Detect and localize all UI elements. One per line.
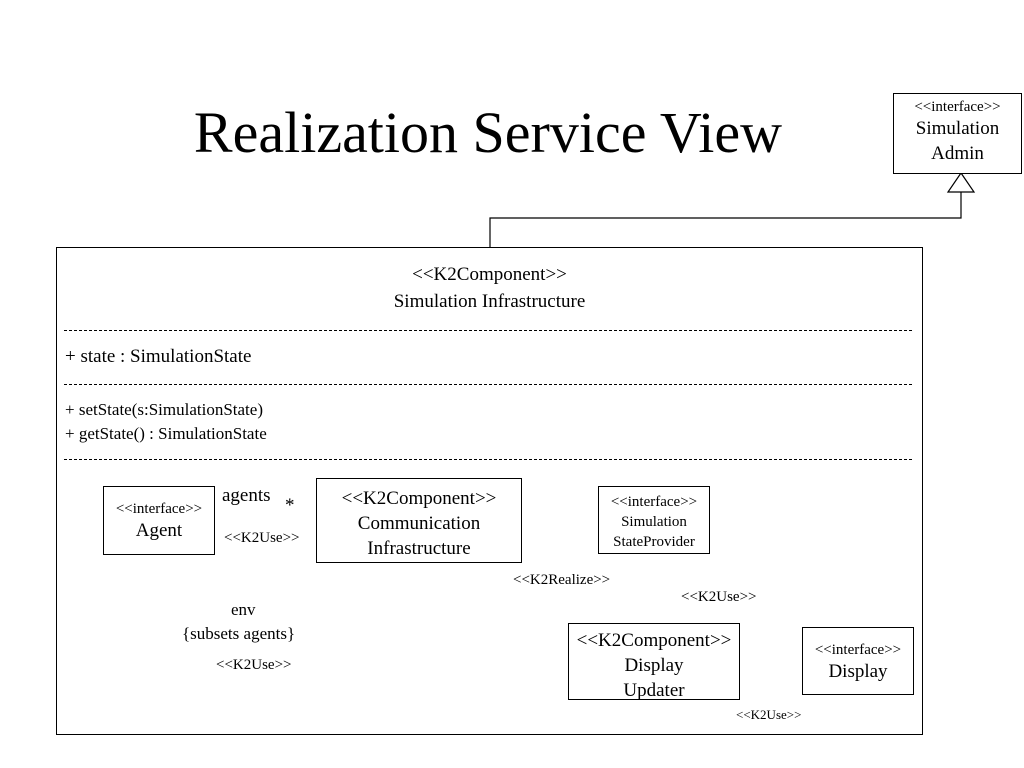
updater-name-line1: Display — [624, 655, 684, 676]
infrastructure-attribute: + state : SimulationState — [65, 346, 252, 367]
env-role-label: env — [231, 600, 256, 619]
admin-name-line1: Simulation — [915, 118, 1000, 139]
display-interface[interactable]: <<interface>> Display — [802, 627, 914, 695]
communication-name-line2: Infrastructure — [367, 538, 471, 559]
realization-triangle — [946, 171, 976, 193]
updater-name-line2: Updater — [623, 680, 685, 701]
k2realize-label: <<K2Realize>> — [513, 572, 611, 588]
communication-name-line1: Communication — [357, 513, 481, 534]
realization-line — [489, 192, 962, 247]
provider-k2use-label: <<K2Use>> — [681, 589, 757, 605]
provider-name-line1: Simulation — [621, 514, 687, 530]
admin-name-line2: Admin — [931, 143, 984, 164]
display-stereotype: <<interface>> — [814, 642, 902, 658]
env-k2use-label: <<K2Use>> — [216, 657, 292, 673]
display-updater-component[interactable]: <<K2Component>> Display Updater — [568, 623, 740, 701]
communication-stereotype: <<K2Component>> — [341, 488, 497, 509]
agents-role-label: agents — [222, 485, 271, 506]
infrastructure-operation-1: + setState(s:SimulationState) — [65, 400, 263, 419]
divider-3 — [64, 459, 912, 460]
admin-stereotype: <<interface>> — [914, 99, 1001, 115]
state-provider-interface[interactable]: <<interface>> Simulation StateProvider — [598, 486, 710, 554]
agent-stereotype: <<interface>> — [115, 501, 203, 517]
divider-2 — [64, 384, 912, 385]
infrastructure-name: Simulation Infrastructure — [393, 291, 586, 312]
simulation-admin-interface[interactable]: <<interface>> Simulation Admin — [893, 93, 1022, 174]
agents-k2use-label: <<K2Use>> — [224, 530, 300, 546]
infrastructure-operation-2: + getState() : SimulationState — [65, 424, 267, 443]
divider-1 — [64, 330, 912, 331]
display-k2use-label: <<K2Use>> — [736, 707, 802, 722]
infrastructure-stereotype: <<K2Component>> — [412, 264, 567, 285]
page-title: Realization Service View — [193, 100, 783, 165]
agent-interface[interactable]: <<interface>> Agent — [103, 486, 215, 555]
agents-multiplicity-label: * — [285, 495, 295, 516]
provider-stereotype: <<interface>> — [610, 494, 698, 510]
updater-stereotype: <<K2Component>> — [576, 630, 732, 651]
provider-name-line2: StateProvider — [613, 534, 695, 550]
agent-name: Agent — [135, 520, 183, 541]
display-name: Display — [828, 661, 888, 682]
env-subsets-label: {subsets agents} — [182, 624, 296, 643]
communication-infrastructure-component[interactable]: <<K2Component>> Communication Infrastruc… — [316, 478, 522, 563]
